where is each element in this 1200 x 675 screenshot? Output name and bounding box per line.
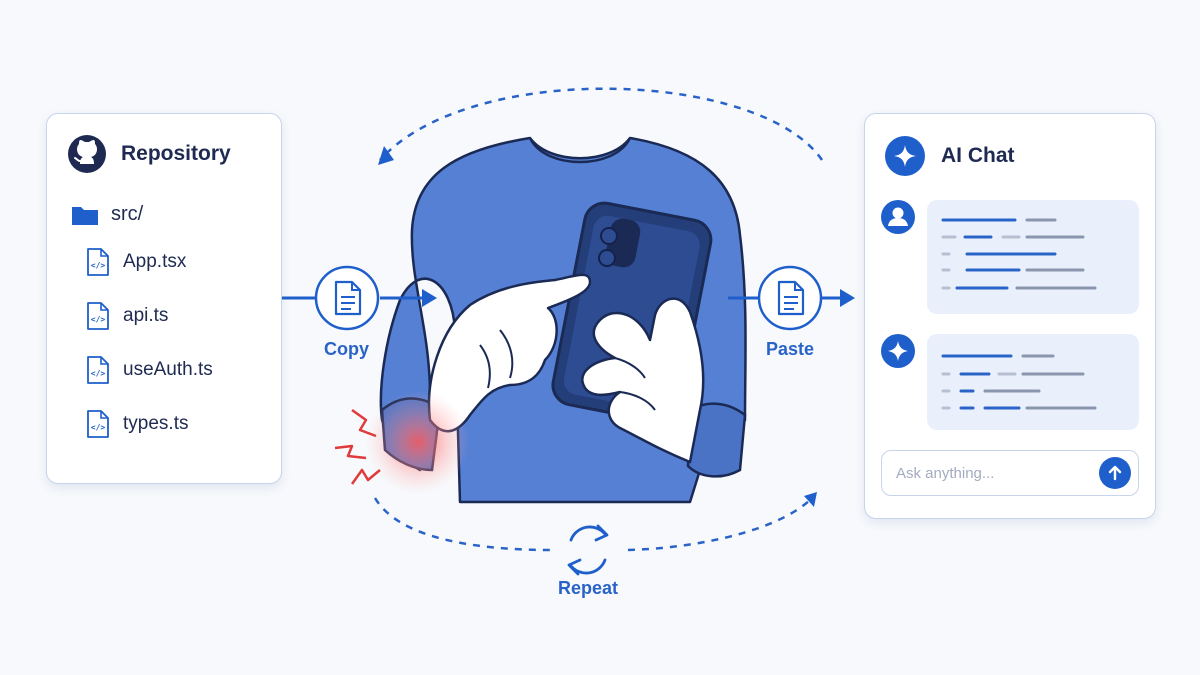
sparkle-icon — [881, 334, 915, 368]
github-icon — [68, 135, 106, 173]
file-item[interactable]: </> useAuth.ts — [87, 356, 213, 384]
right-hand — [581, 297, 705, 464]
paste-document-icon — [757, 265, 823, 331]
svg-text:</>: </> — [91, 261, 106, 270]
folder-label: src/ — [111, 203, 144, 225]
person-figure — [379, 136, 747, 504]
code-file-icon: </> — [87, 302, 109, 330]
svg-text:</>: </> — [91, 423, 106, 432]
message-placeholder-lines — [941, 218, 1097, 290]
code-file-icon: </> — [87, 410, 109, 438]
paste-arrowhead — [840, 289, 855, 307]
svg-text:</>: </> — [91, 315, 106, 324]
file-label: types.ts — [123, 413, 189, 434]
file-item[interactable]: </> types.ts — [87, 410, 188, 438]
ai-chat-panel: AI Chat — [864, 113, 1156, 519]
chat-input-box[interactable] — [881, 450, 1139, 496]
cycle-arc-bottom-right — [627, 497, 813, 552]
copy-arrowhead — [422, 289, 437, 307]
cycle-arrowhead-bottom — [804, 492, 817, 507]
left-hand — [427, 273, 592, 433]
copy-label: Copy — [324, 339, 369, 359]
chat-input[interactable] — [894, 463, 1088, 483]
chat-header: AI Chat — [885, 136, 1015, 176]
code-file-icon: </> — [87, 248, 109, 276]
copy-document-icon — [314, 265, 380, 331]
file-label: api.ts — [123, 305, 169, 326]
cycle-arc-bottom-left — [373, 497, 553, 552]
file-label: useAuth.ts — [123, 359, 213, 380]
wrist-pain-glow — [366, 390, 470, 494]
user-message-bubble — [927, 200, 1139, 314]
code-file-icon: </> — [87, 356, 109, 384]
sparkle-icon — [885, 136, 925, 176]
user-avatar-icon — [881, 200, 915, 234]
file-label: App.tsx — [123, 251, 187, 272]
svg-text:</>: </> — [91, 369, 106, 378]
send-button[interactable] — [1099, 457, 1131, 489]
arrow-up-icon — [1108, 465, 1122, 481]
folder-icon — [72, 206, 98, 225]
paste-label: Paste — [766, 339, 815, 359]
cycle-arc-top — [379, 87, 824, 161]
repository-title: Repository — [121, 142, 231, 165]
right-sleeve-cuff — [686, 402, 747, 478]
assistant-message-bubble — [927, 334, 1139, 430]
refresh-icon — [567, 524, 609, 576]
message-placeholder-lines — [941, 354, 1097, 410]
collar — [528, 137, 632, 164]
chat-title: AI Chat — [941, 144, 1015, 167]
cycle-arrowhead-top — [378, 146, 394, 165]
repository-panel: Repository src/ </> App.tsx </> api.ts <… — [46, 113, 282, 484]
file-item[interactable]: </> App.tsx — [87, 248, 186, 276]
repeat-label: Repeat — [558, 578, 619, 598]
file-item[interactable]: </> api.ts — [87, 302, 168, 330]
folder-src[interactable]: src/ — [71, 203, 143, 226]
pain-burst-icon — [334, 408, 381, 485]
repository-header: Repository — [67, 134, 231, 174]
